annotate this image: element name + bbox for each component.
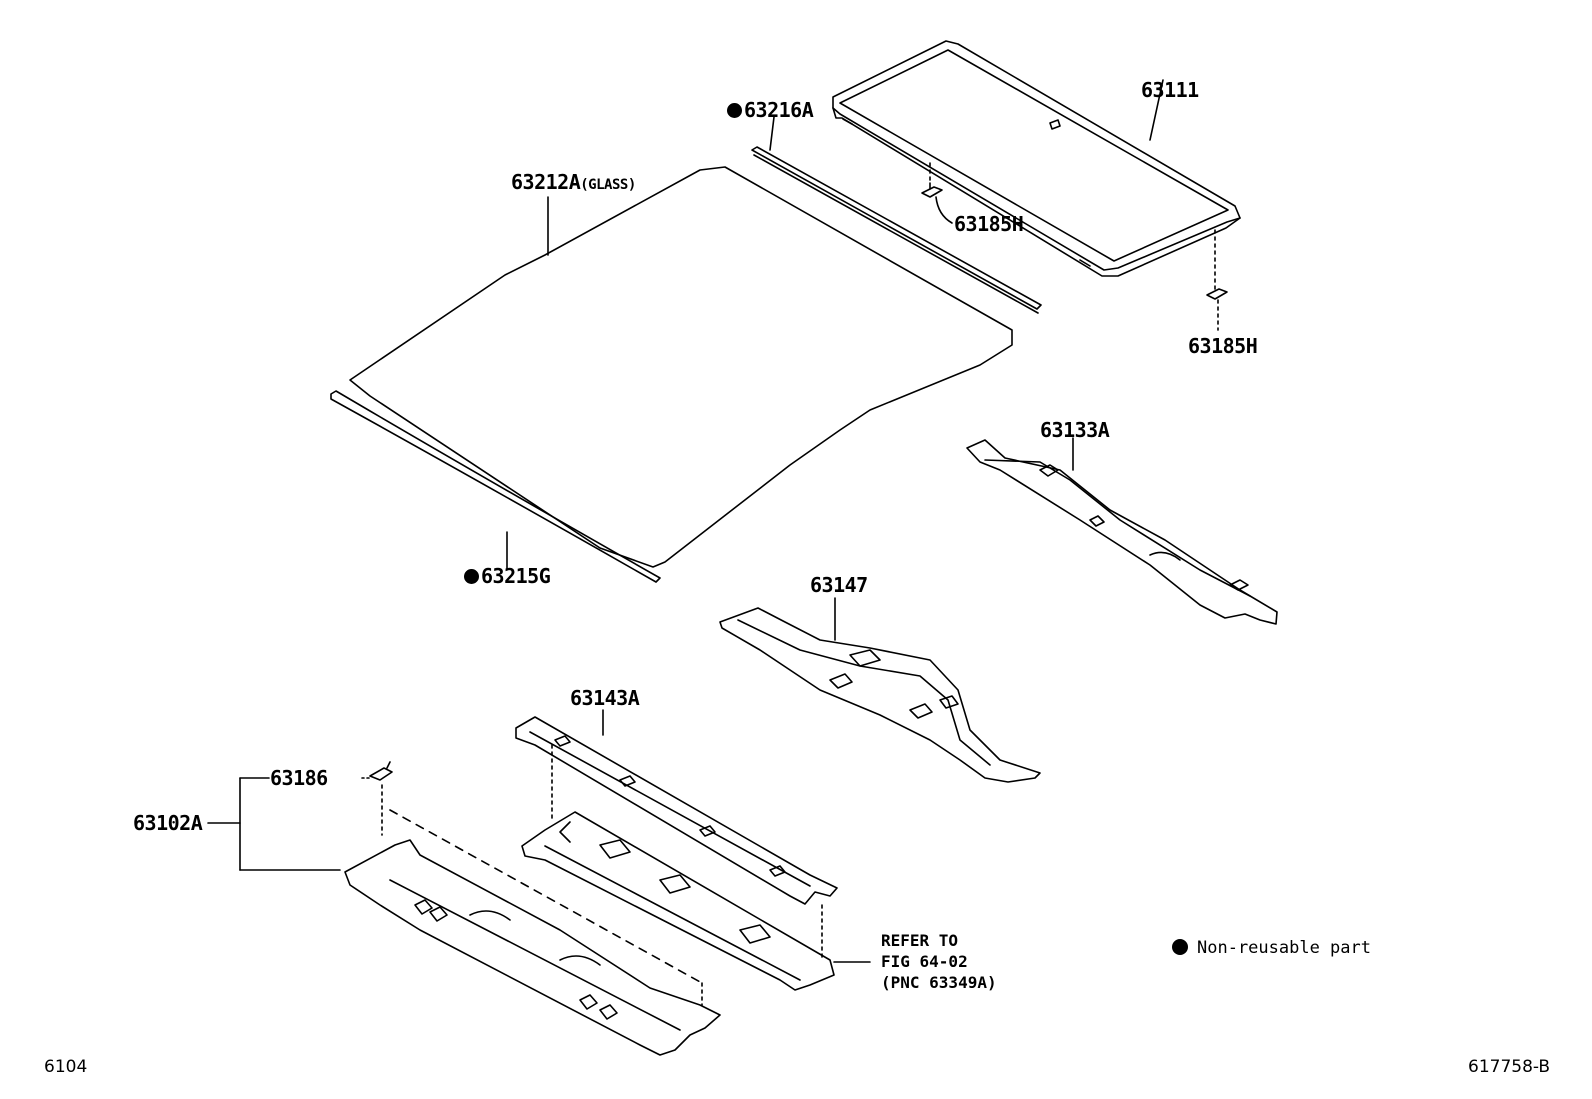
dashed-guide-line	[389, 809, 703, 984]
label-63185h-upper: 63185H	[954, 212, 1024, 236]
roof-bow-63147	[719, 607, 1041, 783]
leader-63111	[1149, 79, 1164, 141]
leader-63216a	[769, 116, 775, 151]
label-63186: 63186	[270, 766, 328, 790]
refer-line-1: REFER TO	[881, 931, 959, 950]
label-63102a: 63102A	[133, 811, 203, 835]
refer-line-3: (PNC 63349A)	[881, 973, 997, 992]
legend-text: Non-reusable part	[1197, 938, 1371, 958]
refer-note: REFER TO FIG 64-02 (PNC 63349A)	[881, 930, 997, 993]
legend: Non-reusable part	[1172, 939, 1371, 957]
clip-63185h-upper	[921, 162, 953, 224]
label-63143a: 63143A	[570, 686, 640, 710]
front-header-assembly-63102a	[344, 839, 721, 1056]
footer-left-code: 6104	[44, 1057, 88, 1077]
non-reusable-dot-icon	[464, 569, 479, 584]
label-63216a: 63216A	[727, 100, 814, 120]
label-63215g: 63215G	[464, 566, 551, 586]
refer-line-2: FIG 64-02	[881, 952, 968, 971]
roof-glass-63212a	[349, 166, 1013, 568]
label-63133a: 63133A	[1040, 418, 1110, 442]
front-header-63143a	[515, 716, 838, 905]
clip-63186	[369, 761, 393, 781]
non-reusable-dot-icon	[727, 103, 742, 118]
footer-right-code: 617758-B	[1468, 1057, 1551, 1077]
header-panel-63349a	[521, 811, 835, 991]
weatherstrip-63216a	[751, 146, 1042, 314]
rear-header-63133a	[966, 439, 1278, 625]
bracket-63102a	[207, 777, 341, 871]
label-63147: 63147	[810, 573, 868, 597]
roof-panel-63111	[832, 40, 1241, 277]
label-63212a: 63212A(GLASS)	[511, 170, 636, 194]
clip-63185h-lower	[1206, 229, 1228, 331]
weatherstrip-63215g	[330, 390, 661, 583]
label-63185h-lower: 63185H	[1188, 334, 1258, 358]
non-reusable-dot-icon	[1172, 939, 1188, 955]
label-63111: 63111	[1141, 78, 1199, 102]
